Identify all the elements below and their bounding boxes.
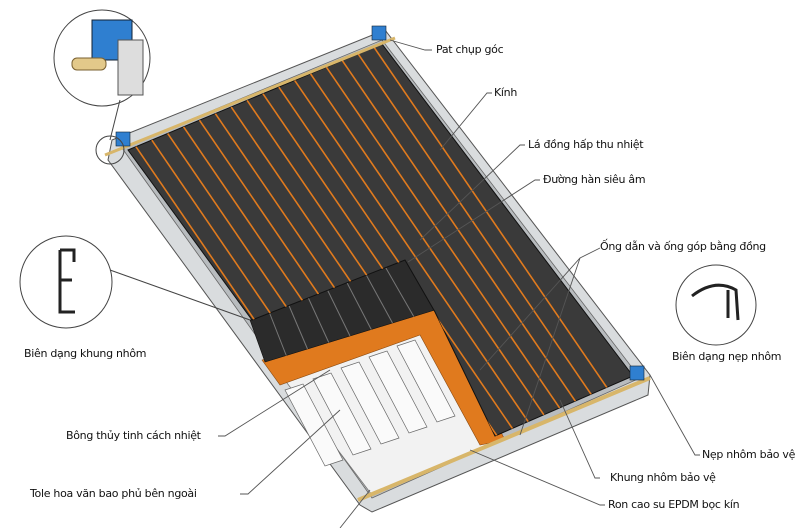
label-strip-profile: Biên dạng nẹp nhôm (672, 350, 782, 363)
label-strip: Nẹp nhôm bảo vệ (702, 448, 796, 461)
label-glass: Kính (494, 86, 518, 99)
label-gasket: Ron cao su EPDM bọc kín (608, 498, 740, 511)
label-frame-profile: Biên dạng khung nhôm (24, 347, 147, 360)
label-absorber: Lá đồng hấp thu nhiệt (528, 138, 644, 151)
fin-divider (346, 282, 372, 330)
label-frame: Khung nhôm bảo vệ (610, 471, 716, 484)
copper-tube-line (357, 53, 619, 435)
fin-divider (327, 289, 351, 337)
fin-divider (307, 297, 330, 343)
leader-lines (218, 39, 700, 528)
strip-profile-inset (675, 264, 757, 346)
fin-divider (385, 267, 415, 317)
label-corner-cap: Pat chụp góc (436, 43, 504, 56)
insulation-strip (368, 350, 428, 434)
insulation-strip (284, 383, 344, 467)
label-pipes: Ống dẫn và ống góp bằng đồng (600, 240, 766, 253)
copper-tube-line (294, 79, 556, 436)
corner-highlight-circle (95, 135, 125, 165)
fin-divider (365, 274, 393, 324)
fin-divider (288, 304, 308, 350)
frame-profile-inset (19, 235, 251, 329)
corner-cap-icon (371, 25, 387, 41)
insulation-strip (340, 361, 400, 445)
copper-tube-line (373, 46, 633, 428)
header-pipe-top (104, 36, 396, 157)
label-insulation: Bông thủy tinh cách nhiệt (66, 429, 201, 442)
insulation-strip (396, 339, 456, 423)
corner-cap-icon (629, 365, 645, 381)
absorber-fins (268, 267, 415, 356)
label-sheet: Tole hoa văn bao phủ bên ngoài (30, 487, 197, 500)
insulation-strip (312, 372, 372, 456)
corner-detail-inset (53, 9, 151, 141)
label-weld: Đường hàn siêu âm (543, 173, 646, 186)
insulation-strips (284, 339, 456, 467)
fin-divider (268, 312, 287, 356)
header-pipe-bottom (357, 376, 651, 502)
copper-tube-line (341, 60, 603, 436)
copper-tube-line (309, 73, 572, 436)
copper-tube-line (325, 66, 588, 436)
